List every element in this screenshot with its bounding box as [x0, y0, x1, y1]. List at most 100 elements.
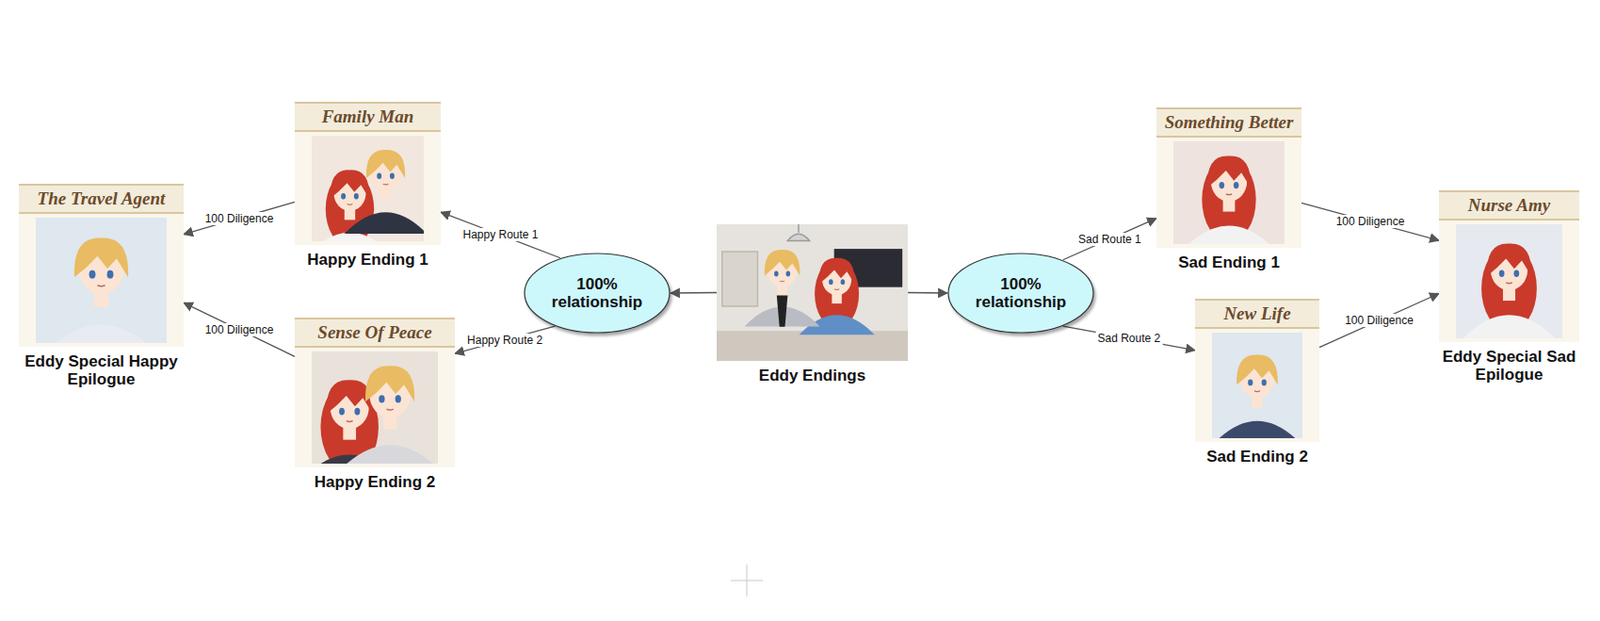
portrait-art	[1212, 332, 1303, 438]
hair-bangs	[366, 149, 405, 178]
mouth	[779, 280, 785, 283]
portrait-picture	[311, 351, 438, 464]
portrait-picture	[1455, 224, 1563, 339]
condition-text: 100% relationship	[969, 274, 1073, 311]
ending-title: Nurse Amy	[1468, 194, 1551, 216]
portrait-bg	[35, 217, 167, 343]
eye	[339, 407, 345, 416]
hair-bangs	[1486, 242, 1532, 275]
mouth	[1226, 193, 1232, 195]
eye	[828, 278, 834, 285]
eye	[840, 278, 846, 285]
ending-title: Family Man	[322, 106, 415, 128]
mouth	[97, 285, 106, 287]
title-banner: Something Better	[1156, 107, 1302, 138]
ending-title: The Travel Agent	[37, 188, 166, 210]
route-arrow	[907, 291, 948, 294]
route-label: 100 Diligence	[203, 211, 276, 226]
ending-card: Sense Of PeaceHappy Ending 2	[294, 317, 455, 468]
jacket-shirt	[776, 294, 789, 326]
shoulders	[1461, 314, 1556, 339]
portrait-art	[716, 224, 908, 361]
portrait-picture	[1212, 332, 1303, 438]
eye	[1261, 378, 1267, 386]
route-arrow	[183, 302, 295, 356]
portrait-picture	[1173, 141, 1285, 244]
portrait-art	[35, 217, 167, 343]
lamp	[787, 224, 809, 241]
eye	[376, 173, 382, 179]
ellipse-text-wrap: 100% relationship	[523, 252, 671, 334]
route-arrow	[183, 201, 295, 234]
caption-text: Happy Ending 2	[277, 472, 472, 491]
route-arrow	[440, 211, 561, 259]
route-label: 100 Diligence	[203, 323, 276, 337]
hair-bangs	[819, 258, 856, 285]
eye	[107, 270, 114, 279]
room-floor	[716, 330, 908, 361]
route-label: 100 Diligence	[1334, 214, 1407, 228]
eye	[389, 173, 395, 179]
portrait-art	[311, 135, 424, 242]
ending-card: The Travel AgentEddy Special Happy Epilo…	[18, 183, 184, 347]
portrait-art	[311, 351, 438, 464]
route-arrow	[1063, 325, 1196, 350]
eye	[774, 270, 779, 276]
route-label: Happy Route 1	[460, 227, 540, 242]
hair-bangs	[764, 249, 801, 276]
eye	[1514, 270, 1520, 277]
ending-card: New LifeSad Ending 2	[1195, 298, 1320, 442]
eye	[395, 394, 402, 403]
portrait-picture	[716, 224, 908, 361]
ending-card: Family ManHappy Ending 1	[294, 101, 441, 245]
mouth	[834, 288, 840, 291]
eye	[378, 394, 385, 403]
mouth	[383, 183, 389, 186]
route-label: Sad Route 1	[1076, 232, 1144, 246]
hair-bangs	[74, 237, 129, 277]
title-banner: The Travel Agent	[18, 183, 184, 214]
shoulders	[344, 211, 424, 234]
route-arrow	[1301, 202, 1439, 241]
caption-text: Eddy Special Happy Epilogue	[1, 352, 201, 388]
eye	[354, 193, 359, 199]
caption-text: Sad Ending 2	[1178, 447, 1337, 466]
route-label: Happy Route 2	[465, 333, 545, 347]
route-arrow	[1063, 218, 1157, 260]
eye	[1247, 378, 1253, 386]
eye	[340, 193, 346, 199]
shoulders	[338, 444, 438, 464]
ending-title: Something Better	[1164, 112, 1294, 133]
hair-bangs	[330, 169, 370, 198]
eye	[1219, 181, 1226, 189]
caption-text: Eddy Special Sad Epilogue	[1422, 347, 1597, 384]
ellipse-text-wrap: 100% relationship	[947, 252, 1095, 334]
hair-bangs	[1207, 155, 1251, 188]
portrait-art	[1455, 224, 1563, 339]
shelf	[722, 251, 759, 307]
hair-bangs	[1236, 354, 1278, 385]
title-banner: Family Man	[294, 101, 441, 132]
mouth	[1254, 389, 1261, 392]
caption-text: Eddy Endings	[699, 366, 925, 385]
condition-ellipse: 100% relationship	[523, 252, 671, 334]
mouth	[386, 407, 393, 410]
portrait-art	[1173, 141, 1285, 244]
eye	[786, 270, 792, 276]
crosshair-mark	[730, 564, 763, 597]
route-label: 100 Diligence	[1342, 313, 1416, 327]
ending-card: Nurse AmyEddy Special Sad Epilogue	[1438, 190, 1580, 342]
eye	[1499, 270, 1505, 277]
mouth	[346, 420, 354, 422]
hair-bangs	[365, 365, 415, 402]
title-banner: Sense Of Peace	[294, 317, 455, 348]
route-arrow	[670, 291, 717, 294]
ending-card: Something BetterSad Ending 1	[1156, 107, 1302, 248]
portrait-picture	[35, 217, 167, 343]
shoulders	[1213, 420, 1302, 438]
portrait-picture	[311, 135, 424, 242]
room-wall	[716, 224, 908, 361]
route-label: Sad Route 2	[1096, 331, 1164, 345]
eye	[1233, 181, 1240, 189]
